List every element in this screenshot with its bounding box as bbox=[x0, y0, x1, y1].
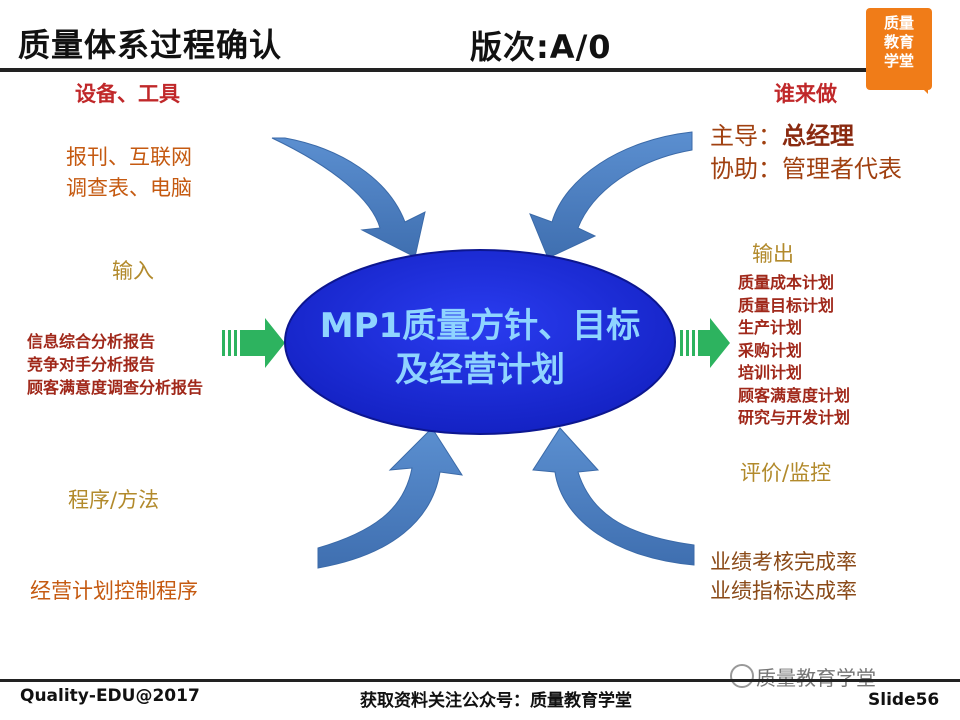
output-item: 质量成本计划 bbox=[738, 273, 835, 292]
logo-tail-shape bbox=[916, 82, 928, 94]
evaluation-list: 业绩考核完成率 业绩指标达成率 bbox=[710, 548, 857, 606]
input-label: 输入 bbox=[112, 259, 154, 283]
center-title-line-1: MP1质量方针、目标 bbox=[320, 306, 640, 346]
watermark-text: 质量教育学堂 bbox=[756, 666, 876, 690]
footer-notice: 获取资料关注公众号：质量教育学堂 bbox=[360, 691, 632, 711]
logo-line-3: 学堂 bbox=[883, 52, 914, 70]
brand-logo: 质量 教育 学堂 bbox=[866, 8, 932, 90]
output-arrow bbox=[680, 318, 730, 368]
tools-list: 报刊、互联网 调查表、电脑 bbox=[66, 142, 192, 204]
center-title-line-2: 及经营计划 bbox=[395, 350, 565, 390]
method-label: 程序/方法 bbox=[68, 488, 160, 512]
input-list: 信息综合分析报告 竞争对手分析报告 顾客满意度调查分析报告 bbox=[27, 330, 203, 399]
who-lead-value: 总经理 bbox=[782, 122, 854, 150]
center-ellipse bbox=[284, 249, 676, 435]
logo-line-1: 质量 bbox=[883, 14, 914, 32]
output-item: 研究与开发计划 bbox=[738, 408, 851, 427]
slide-title: 质量体系过程确认 bbox=[18, 26, 283, 64]
input-item: 竞争对手分析报告 bbox=[27, 355, 156, 374]
who-lead: 主导：总经理 bbox=[710, 120, 902, 153]
output-item: 质量目标计划 bbox=[738, 295, 835, 315]
who-label: 谁来做 bbox=[774, 82, 837, 106]
slide-number: Slide56 bbox=[868, 690, 940, 710]
who-lead-prefix: 主导： bbox=[710, 122, 782, 150]
curved-arrow-bottom-left bbox=[317, 427, 464, 569]
curved-arrow-top-right bbox=[529, 131, 693, 259]
who-assist: 协助：管理者代表 bbox=[710, 155, 902, 183]
curved-arrow-bottom-right bbox=[532, 427, 695, 566]
header-divider bbox=[0, 68, 868, 72]
footer-copyright: Quality-EDU@2017 bbox=[20, 686, 200, 706]
output-item: 培训计划 bbox=[738, 363, 803, 382]
version-label: 版次:A/0 bbox=[470, 28, 612, 66]
logo-line-2: 教育 bbox=[883, 33, 914, 51]
evaluation-item: 业绩指标达成率 bbox=[710, 579, 857, 603]
output-item: 顾客满意度计划 bbox=[738, 385, 851, 405]
curved-arrow-top-left bbox=[271, 137, 426, 258]
footer-divider bbox=[0, 679, 960, 682]
tools-item: 报刊、互联网 bbox=[66, 145, 192, 169]
evaluation-label: 评价/监控 bbox=[740, 461, 832, 485]
method-item: 经营计划控制程序 bbox=[30, 579, 198, 603]
output-label: 输出 bbox=[752, 242, 794, 266]
input-item: 信息综合分析报告 bbox=[27, 332, 156, 351]
input-arrow bbox=[222, 318, 285, 368]
evaluation-item: 业绩考核完成率 bbox=[710, 550, 857, 574]
tools-label: 设备、工具 bbox=[75, 82, 180, 106]
wechat-icon bbox=[730, 664, 754, 688]
output-item: 采购计划 bbox=[738, 340, 803, 360]
who-details: 主导：总经理 协助：管理者代表 bbox=[710, 120, 902, 186]
input-item: 顾客满意度调查分析报告 bbox=[27, 378, 204, 397]
output-item: 生产计划 bbox=[738, 318, 803, 337]
output-list: 质量成本计划 质量目标计划 生产计划 采购计划 培训计划 顾客满意度计划 研究与… bbox=[738, 272, 850, 430]
tools-item: 调查表、电脑 bbox=[66, 176, 192, 200]
